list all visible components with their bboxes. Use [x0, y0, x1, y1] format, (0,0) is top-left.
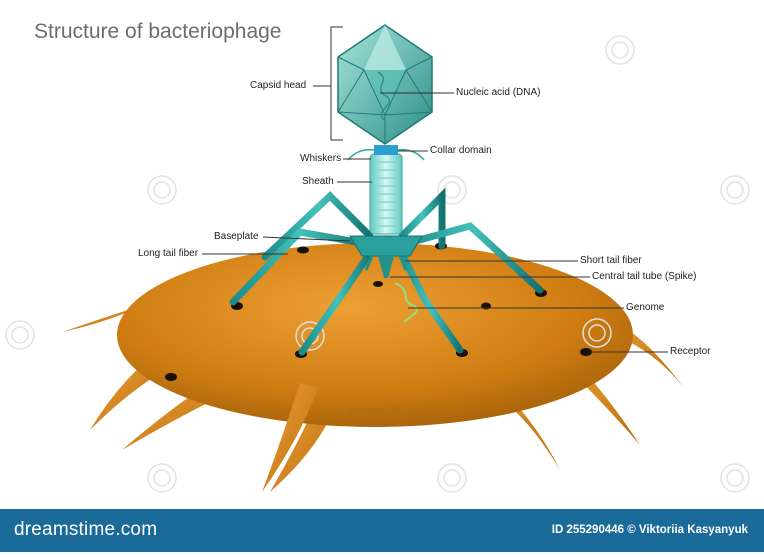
receptor-pore — [373, 281, 383, 287]
diagram-title: Structure of bacteriophage — [34, 20, 282, 43]
label-capsid-head: Capsid head — [250, 80, 307, 91]
baseplate — [349, 235, 423, 257]
label-genome: Genome — [626, 302, 665, 313]
dna-helix — [377, 71, 391, 121]
tail-fiber-leg — [401, 222, 544, 294]
label-collar-domain: Collar domain — [430, 145, 492, 156]
label-sheath: Sheath — [302, 176, 334, 187]
cell-fimbriae-front — [262, 383, 318, 492]
leader-lines — [202, 85, 668, 353]
injected-genome — [394, 282, 418, 323]
short-tail-fiber — [398, 255, 408, 271]
label-receptor: Receptor — [670, 346, 711, 357]
label-central-tail-tube: Central tail tube (Spike) — [592, 271, 697, 282]
receptor-pore — [165, 373, 177, 381]
footer-logo[interactable]: dreamstime.com — [14, 519, 158, 540]
label-bacterial-cell: Bacterial cell — [350, 405, 402, 415]
label-whiskers: Whiskers — [300, 153, 342, 164]
short-tail-fiber — [364, 255, 374, 271]
tail-fiber-leg — [396, 246, 464, 354]
tail-fiber-leg — [398, 187, 446, 250]
receptor-pore — [297, 246, 309, 254]
watermark-marks — [5, 35, 750, 493]
collar-domain — [374, 145, 398, 155]
footer-bar: dreamstime.com ID 255290446 © Viktoriia … — [0, 509, 764, 552]
tail-fiber-leg — [298, 246, 376, 356]
receptor-pore — [580, 348, 592, 356]
tail-fiber-leg — [229, 228, 371, 306]
sheath-rings — [371, 161, 401, 227]
capsid-head — [337, 24, 433, 145]
central-tail-tube — [378, 256, 394, 278]
footer-credit: ID 255290446 © Viktoriia Kasyanyuk — [551, 524, 748, 536]
label-short-tail-fiber: Short tail fiber — [580, 255, 642, 266]
cell-fimbria — [262, 383, 318, 492]
tail-fiber-leg — [261, 191, 374, 261]
bacterial-cell — [117, 243, 633, 427]
label-baseplate: Baseplate — [214, 231, 259, 242]
capsid-bracket — [330, 26, 343, 141]
long-tail-fibers — [229, 187, 544, 356]
label-long-tail-fiber: Long tail fiber — [138, 248, 199, 259]
label-nucleic-acid: Nucleic acid (DNA) — [456, 87, 541, 98]
